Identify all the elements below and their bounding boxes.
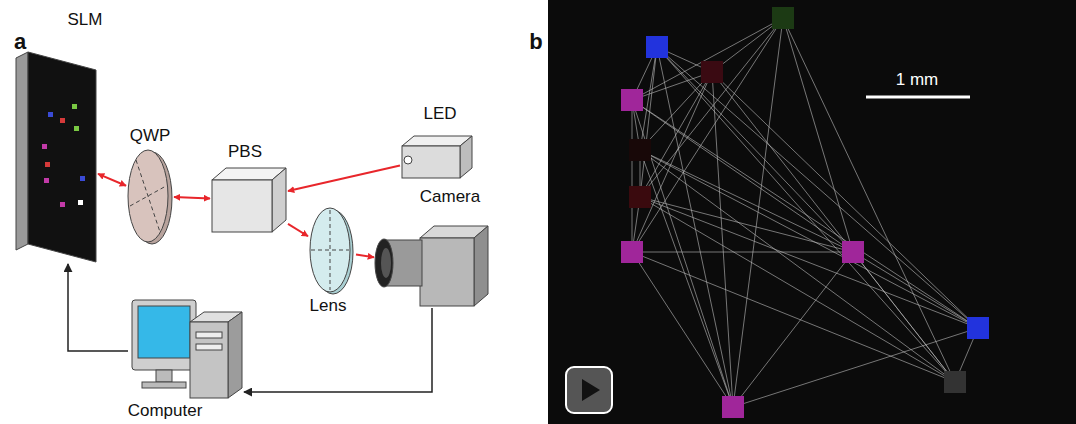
connection-line [640,72,712,150]
pixel-square [629,186,651,208]
panel-letter: a [14,29,26,55]
slm-side [16,52,28,250]
connection-line [632,252,853,253]
play-button [566,367,612,413]
signal-cable [244,308,432,392]
computer: Computer [128,298,244,400]
connection-line [712,72,978,328]
beam-splitter: PBS [210,166,288,234]
slm-pixels [42,104,85,207]
pixel-square [629,139,651,161]
signal-cable [68,264,128,351]
camera-side [474,226,488,306]
pixel-squares [621,7,989,418]
pixel-square [772,7,794,29]
component-label: Computer [128,401,203,421]
scale-bar [866,96,970,99]
connection-line [657,47,978,328]
component-label: PBS [228,142,262,162]
connection-line [733,328,978,407]
light-path [356,255,374,258]
pixel-square [646,36,668,58]
camera-lens [375,239,393,287]
light-path [174,197,210,198]
pixel-square [621,241,643,263]
connection-line [640,150,955,382]
monitor-screen [138,306,190,358]
light-path [288,224,308,236]
camera-image [548,0,1076,424]
connection-line [640,150,978,328]
led-source: LED [400,134,474,180]
connection-line [712,72,955,382]
connection-line [640,197,853,252]
slm: SLM [14,48,98,264]
pbs-front [212,180,272,232]
connection-line [640,72,712,197]
component-label: Lens [310,296,347,316]
pixel-square [944,371,966,393]
qwp-axis [136,160,160,232]
connection-line [632,100,633,252]
play-icon [582,379,600,401]
pixel-square [967,317,989,339]
lens-axis [330,210,331,290]
panel-letter: b [529,29,542,55]
connection-line [640,18,783,197]
connection-line [632,252,955,382]
connection-line [783,18,955,382]
scale-label: 1 mm [896,70,939,90]
monitor-stand [156,370,172,382]
tower-side [228,312,242,398]
connection-line [733,18,783,407]
pixel-square [722,396,744,418]
connection-line [632,72,712,100]
lens-axis [311,250,349,251]
camera: Camera [374,224,490,308]
camera-body [420,238,474,306]
connection-line [632,18,783,100]
connection-line [640,150,733,407]
connection-line [632,252,733,407]
light-path [98,174,126,186]
connection-line [853,252,978,328]
component-label: LED [423,104,456,124]
slm-face [28,52,96,262]
tower-front [190,322,228,398]
pixel-square [621,89,643,111]
pbs-side [272,168,286,232]
quarter-wave-plate: QWP [126,148,174,244]
connection-line [783,18,853,252]
connection-line [657,47,853,252]
pixel-square [842,241,864,263]
qwp-disk [128,150,168,242]
led-side [460,136,472,178]
component-label: Camera [420,187,480,207]
camera-glass [381,248,391,278]
drive-slot [196,344,222,350]
monitor-base [142,382,186,388]
drive-slot [196,332,222,338]
led-front [402,146,460,178]
connection-line [733,252,853,407]
qwp-axis [130,186,166,206]
led-emitter [404,156,412,164]
connection-lines [632,18,978,407]
connection-line [632,18,783,252]
lens-body [310,208,350,292]
connection-line [640,150,853,252]
connection-line [640,197,955,382]
pixel-square [701,61,723,83]
component-label: SLM [68,10,103,30]
light-path [288,165,400,191]
lens: Lens [308,206,356,296]
monitor [132,300,196,370]
component-label: QWP [130,126,171,146]
